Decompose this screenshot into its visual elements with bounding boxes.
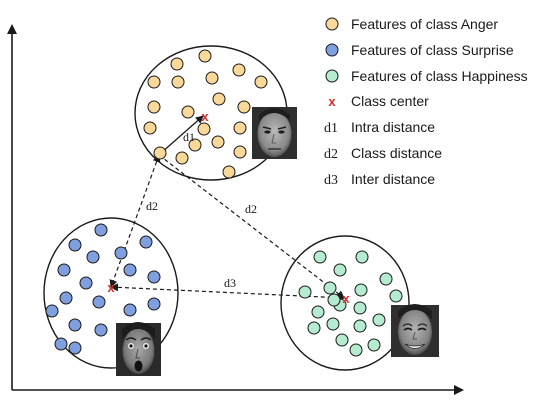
surprise-feature-point xyxy=(45,304,59,318)
anger-feature-point xyxy=(198,49,212,63)
d3-label: d3 xyxy=(224,276,236,290)
surprise-feature-point xyxy=(68,318,82,332)
d2-label-right: d2 xyxy=(245,202,257,216)
legend-d1-label: Intra distance xyxy=(351,119,435,135)
anger-feature-point xyxy=(232,63,246,77)
legend-d2-key: d2 xyxy=(324,147,338,162)
surprise-feature-point xyxy=(57,263,71,277)
happiness-feature-point xyxy=(353,301,367,315)
happiness-feature-point xyxy=(389,289,403,303)
surprise-feature-point xyxy=(68,341,82,355)
anger-feature-point xyxy=(147,100,161,114)
surprise-feature-point xyxy=(86,250,100,264)
happiness-feature-point xyxy=(349,343,363,357)
happiness-feature-point xyxy=(307,321,321,335)
legend-d3-key: d3 xyxy=(324,173,338,188)
anger-feature-point xyxy=(181,105,195,119)
surprise-class-center: x xyxy=(107,280,115,295)
legend-d3-label: Inter distance xyxy=(351,171,435,187)
anger-feature-point xyxy=(175,151,189,165)
surprise-feature-point xyxy=(123,263,137,277)
face-photo-surprise xyxy=(116,322,161,376)
surprise-feature-point xyxy=(92,295,106,309)
legend-surprise-label: Features of class Surprise xyxy=(351,42,514,58)
happiness-feature-point xyxy=(353,319,367,333)
face-photo-anger xyxy=(252,107,297,159)
anger-feature-point xyxy=(188,138,202,152)
anger-feature-point xyxy=(211,135,225,149)
legend-d1-key: d1 xyxy=(324,121,338,136)
anger-feature-point xyxy=(233,121,247,135)
happiness-feature-point xyxy=(379,272,393,286)
happiness-feature-point xyxy=(354,283,368,297)
surprise-feature-point xyxy=(94,323,108,337)
anger-feature-point xyxy=(222,165,236,179)
anger-feature-point xyxy=(237,100,251,114)
legend-d2-label: Class distance xyxy=(351,145,442,161)
happiness-class-center: x xyxy=(342,291,350,306)
d1-label: d1 xyxy=(183,130,195,144)
anger-feature-point xyxy=(170,57,184,71)
anger-feature-point xyxy=(233,145,247,159)
surprise-feature-point xyxy=(147,297,161,311)
surprise-feature-point xyxy=(94,223,108,237)
surprise-feature-point xyxy=(114,246,128,260)
happiness-feature-point xyxy=(313,250,327,264)
anger-feature-point xyxy=(147,75,161,89)
legend-center-label: Class center xyxy=(351,93,429,109)
anger-feature-point xyxy=(197,122,211,136)
anger-feature-points xyxy=(143,49,268,179)
d1-line-intra xyxy=(160,115,204,154)
legend-happiness-label: Features of class Happiness xyxy=(351,68,528,84)
legend-center-marker: x xyxy=(328,94,336,109)
d2-line-anger-happiness xyxy=(158,154,345,299)
anger-feature-point xyxy=(171,75,185,89)
anger-feature-point xyxy=(212,92,226,106)
d3-line-surprise-happiness xyxy=(110,283,345,302)
happiness-feature-points xyxy=(298,250,403,357)
anger-class-center: x xyxy=(201,109,209,124)
surprise-feature-points xyxy=(45,223,161,355)
happiness-feature-point xyxy=(298,285,312,299)
legend-happiness-marker xyxy=(325,69,339,83)
anger-feature-point xyxy=(153,146,167,160)
anger-feature-point xyxy=(254,75,268,89)
surprise-feature-point xyxy=(79,276,93,290)
happiness-feature-point xyxy=(367,338,381,352)
happiness-cluster-boundary xyxy=(280,235,410,371)
surprise-feature-point xyxy=(147,270,161,284)
happiness-feature-point xyxy=(327,293,341,307)
legend: Features of class Anger Features of clas… xyxy=(324,16,528,188)
surprise-feature-point xyxy=(59,291,73,305)
happiness-feature-point xyxy=(311,305,325,319)
happiness-feature-point xyxy=(326,317,340,331)
happiness-feature-point xyxy=(372,313,386,327)
legend-anger-label: Features of class Anger xyxy=(351,16,498,32)
anger-feature-point xyxy=(205,71,219,85)
anger-feature-point xyxy=(143,121,157,135)
d2-line-anger-surprise xyxy=(109,154,161,288)
legend-anger-marker xyxy=(325,17,339,31)
happiness-feature-point xyxy=(355,250,369,264)
legend-surprise-marker xyxy=(325,43,339,57)
surprise-feature-point xyxy=(68,238,82,252)
surprise-feature-point xyxy=(54,337,68,351)
surprise-feature-point xyxy=(139,235,153,249)
happiness-feature-point xyxy=(333,263,347,277)
surprise-feature-point xyxy=(123,303,137,317)
happiness-feature-point xyxy=(335,333,349,347)
d2-label-left: d2 xyxy=(146,199,158,213)
happiness-feature-point xyxy=(323,281,337,295)
face-photo-happiness xyxy=(391,304,439,357)
